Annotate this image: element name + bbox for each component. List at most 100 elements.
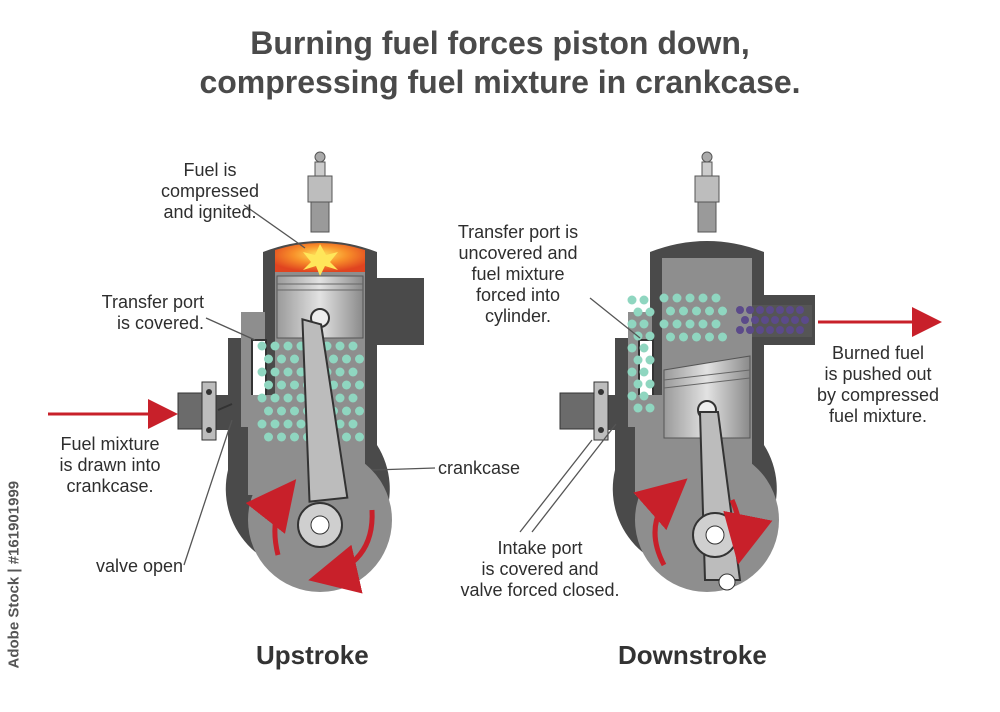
mixture-dot <box>679 332 688 342</box>
mixture-dot <box>270 367 280 377</box>
burned-dot <box>771 316 779 324</box>
burned-dot <box>796 306 804 314</box>
mixture-dot <box>335 367 345 377</box>
label-fuel-drawn: Fuel mixture is drawn into crankcase. <box>59 434 161 496</box>
mixture-dot <box>355 380 364 390</box>
mixture-dot <box>257 341 267 351</box>
mixture-dot <box>639 367 649 377</box>
mixture-dot <box>692 306 701 316</box>
mixture-dot <box>264 380 273 390</box>
mixture-dot <box>257 367 267 377</box>
mixture-dot <box>283 419 293 429</box>
mixture-dot <box>711 293 721 303</box>
burned-dot <box>746 306 754 314</box>
mixture-dot <box>633 355 643 365</box>
mixture-dot <box>348 393 358 403</box>
mixture-dot <box>645 355 655 365</box>
mixture-dot <box>290 354 299 364</box>
spark-plug-right <box>694 151 720 233</box>
mixture-dot <box>348 367 358 377</box>
upstroke-engine <box>177 151 424 594</box>
label-crankcase: crankcase <box>438 458 521 478</box>
mixture-dot <box>659 293 669 303</box>
label-transfer-covered: Transfer port is covered. <box>101 292 204 333</box>
intake-valve-right <box>559 381 609 441</box>
mixture-dot <box>679 306 688 316</box>
mixture-dot <box>627 391 637 401</box>
mixture-dot <box>645 379 655 389</box>
mixture-dot <box>277 406 286 416</box>
caption-downstroke: Downstroke <box>618 640 767 670</box>
mixture-dot <box>257 393 267 403</box>
mixture-dot <box>633 307 643 317</box>
mixture-dot <box>672 293 682 303</box>
burned-dot <box>766 326 774 334</box>
mixture-dot <box>296 419 306 429</box>
mixture-dot <box>296 367 306 377</box>
mixture-dot <box>348 419 358 429</box>
leader-lines <box>183 204 641 566</box>
mixture-dot <box>283 367 293 377</box>
mixture-dot <box>645 331 655 341</box>
stock-watermark: Adobe Stock | #161901999 <box>5 480 23 669</box>
mixture-dot <box>335 341 345 351</box>
title-line-1: Burning fuel forces piston down, <box>250 25 750 61</box>
mixture-dot <box>264 432 273 442</box>
mixture-dot <box>335 419 345 429</box>
mixture-dot <box>348 341 358 351</box>
mixture-dot <box>666 332 675 342</box>
burned-dot <box>791 316 799 324</box>
mixture-dot <box>355 432 364 442</box>
mixture-dot <box>277 354 286 364</box>
mixture-dot <box>290 432 299 442</box>
mixture-dot <box>633 379 643 389</box>
burned-dot <box>801 316 809 324</box>
mixture-dot <box>342 406 351 416</box>
rotation-arrow-left-2 <box>308 509 375 594</box>
burned-dot <box>776 306 784 314</box>
label-burned-fuel: Burned fuel is pushed out by compressed … <box>816 343 940 426</box>
burned-dot <box>781 316 789 324</box>
mixture-dot <box>685 293 695 303</box>
mixture-dot <box>283 341 293 351</box>
mixture-dot <box>639 343 649 353</box>
mixture-dot <box>633 403 643 413</box>
mixture-dot <box>270 419 280 429</box>
spark-icon <box>303 244 338 276</box>
burned-fuel-dots <box>736 306 809 334</box>
label-fuel-ignited: Fuel is compressed and ignited. <box>160 160 260 222</box>
burned-dot <box>746 326 754 334</box>
burned-dot <box>736 306 744 314</box>
title-line-2: compressing fuel mixture in crankcase. <box>199 64 801 100</box>
mixture-dot <box>329 354 338 364</box>
mixture-dot <box>270 341 280 351</box>
burned-dot <box>761 316 769 324</box>
mixture-dot <box>290 406 299 416</box>
mixture-dot <box>627 343 637 353</box>
burned-dot <box>736 326 744 334</box>
piston-right <box>663 355 751 439</box>
mixture-dot <box>639 391 649 401</box>
mixture-dot <box>270 393 280 403</box>
mixture-dot <box>666 306 675 316</box>
burned-dot <box>796 326 804 334</box>
mixture-dot <box>672 319 682 329</box>
mixture-dot <box>718 306 727 316</box>
mixture-dot <box>283 393 293 403</box>
rotation-arrow-right-2 <box>723 499 773 565</box>
burned-dot <box>756 306 764 314</box>
mixture-dot <box>645 307 655 317</box>
mixture-dot <box>627 367 637 377</box>
mixture-dot <box>627 295 637 305</box>
mixture-dot <box>264 354 273 364</box>
mixture-dot <box>645 403 655 413</box>
burned-dot <box>786 306 794 314</box>
mixture-dot <box>711 319 721 329</box>
mixture-dot <box>639 319 649 329</box>
fuel-mixture-dots-right <box>627 293 727 413</box>
burned-dot <box>741 316 749 324</box>
connecting-rod-left <box>301 318 349 503</box>
mixture-dot <box>705 306 714 316</box>
mixture-dot <box>718 332 727 342</box>
